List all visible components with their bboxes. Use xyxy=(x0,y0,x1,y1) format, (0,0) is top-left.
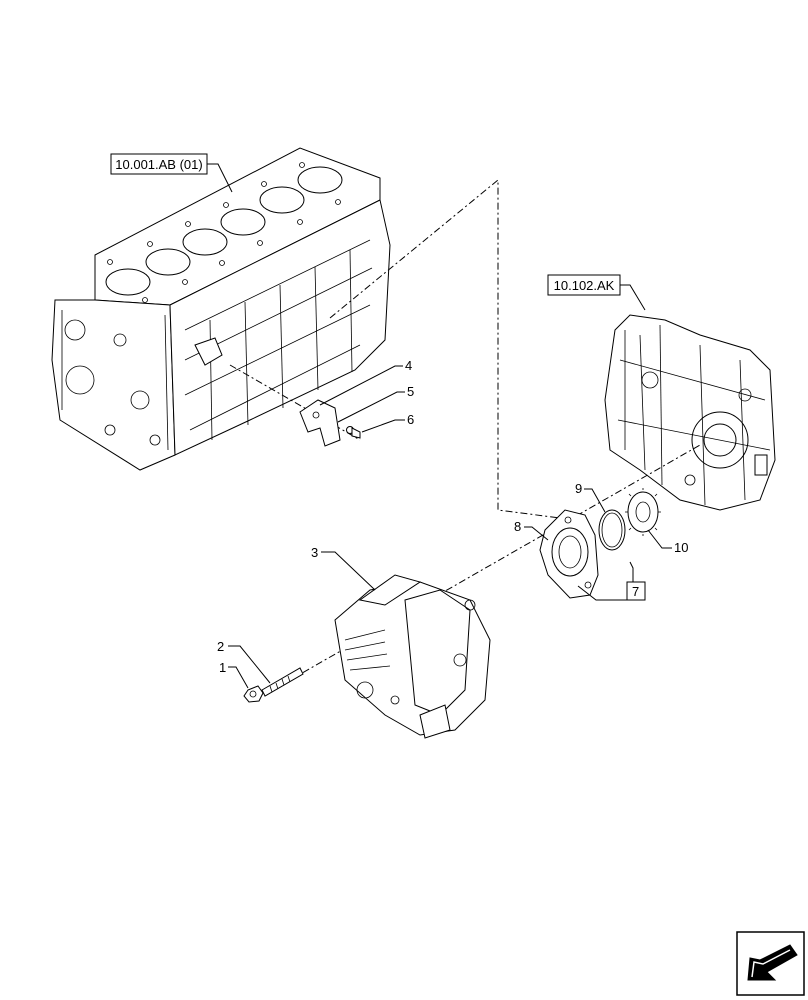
callout-1: 1 xyxy=(219,660,226,675)
callout-8: 8 xyxy=(514,519,521,534)
callout-4: 4 xyxy=(405,358,412,373)
callout-7: 7 xyxy=(632,584,639,599)
reference-label-cover: 10.102.AK xyxy=(554,278,615,293)
stud-and-nut xyxy=(243,667,304,703)
callout-6: 6 xyxy=(407,412,414,427)
reference-label-block: 10.001.AB (01) xyxy=(115,157,202,172)
engine-block xyxy=(51,147,391,471)
reference-box-block[interactable]: 10.001.AB (01) xyxy=(110,153,208,175)
callouts: 1 2 3 4 5 6 7 8 9 10 xyxy=(217,358,688,689)
pump-assembly xyxy=(334,574,491,739)
callout-7-box xyxy=(626,581,646,601)
next-page-arrow-icon[interactable] xyxy=(736,931,805,996)
callout-10: 10 xyxy=(674,540,688,555)
gear xyxy=(625,488,661,536)
callout-3: 3 xyxy=(311,545,318,560)
reference-box-cover[interactable]: 10.102.AK xyxy=(547,274,621,296)
bracket-assembly xyxy=(299,399,361,447)
callout-9: 9 xyxy=(575,481,582,496)
callout-5: 5 xyxy=(407,384,414,399)
timing-cover xyxy=(604,314,776,511)
flange-oring-gear xyxy=(539,488,661,599)
callout-2: 2 xyxy=(217,639,224,654)
